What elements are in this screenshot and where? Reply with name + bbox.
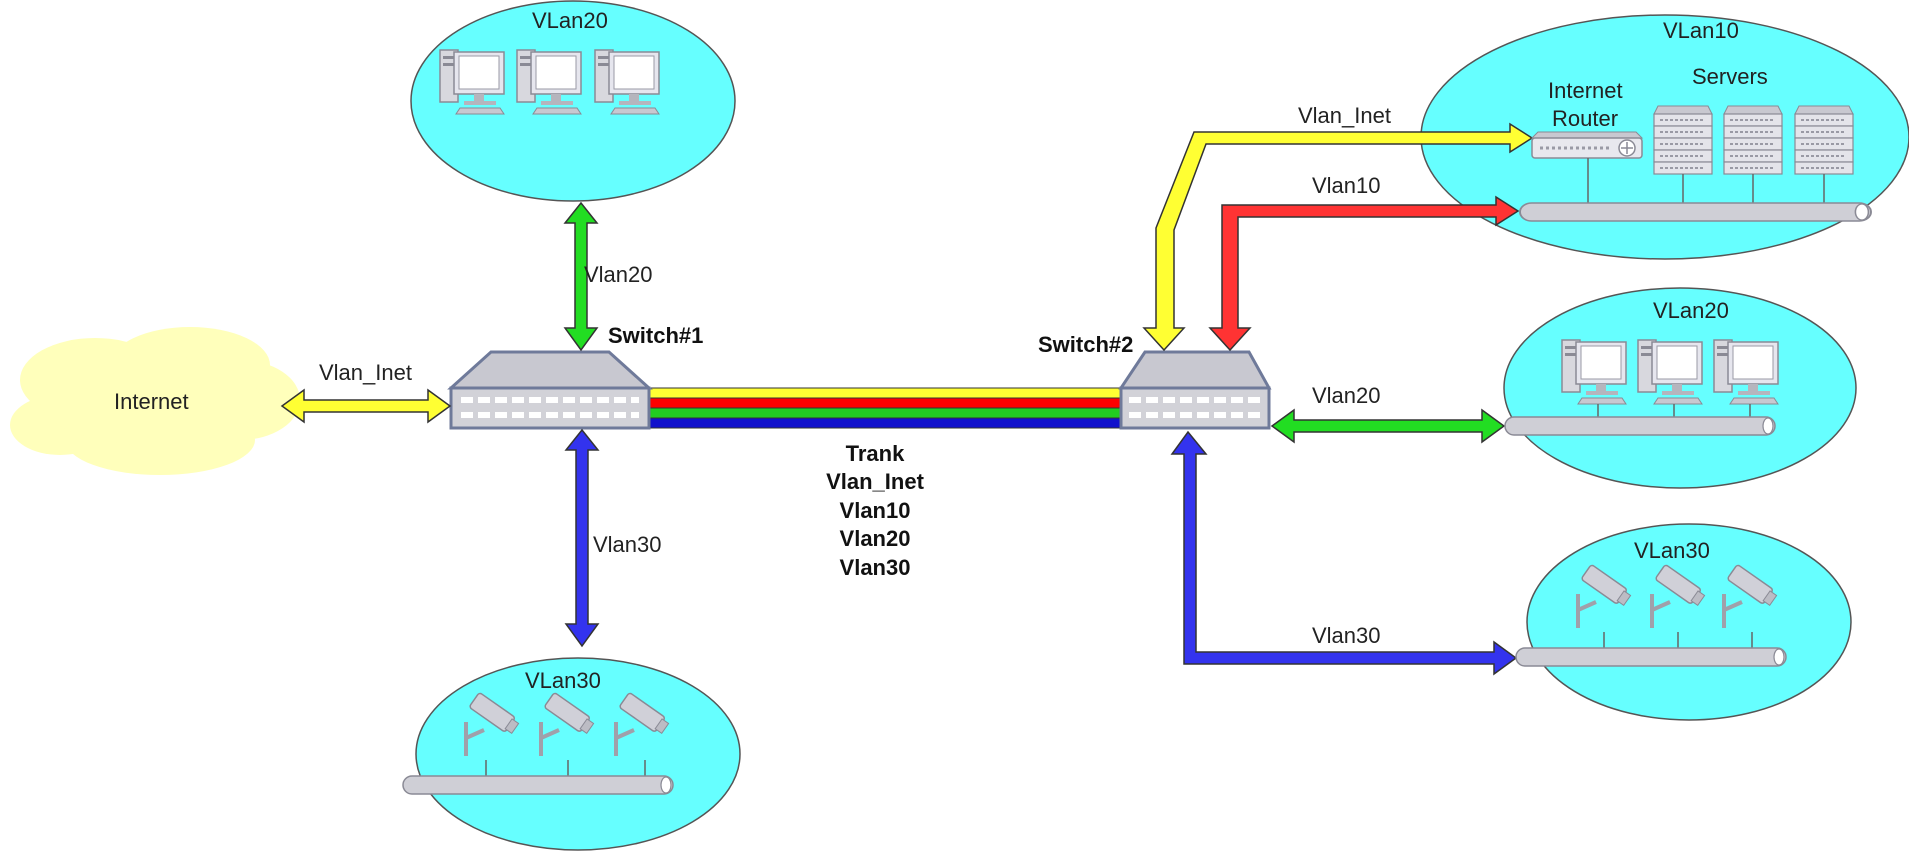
- servers-label: Servers: [1692, 64, 1768, 89]
- link-switch1-vlan30: [564, 428, 600, 648]
- server-icon: [1653, 105, 1713, 175]
- vlan20-top-left-title: VLan20: [532, 8, 608, 33]
- network-bus: [402, 775, 674, 795]
- switch-1: [451, 352, 649, 428]
- link-switch1-vlan20: [563, 201, 599, 352]
- link-switch2-router: [1142, 122, 1534, 352]
- switch-2-label: Switch#2: [1038, 332, 1133, 357]
- trunk-link: [649, 387, 1123, 429]
- trunk-label-line: Trank: [846, 441, 905, 466]
- network-bus: [1515, 647, 1787, 667]
- network-bus: [1504, 416, 1776, 436]
- server-icon: [1723, 105, 1783, 175]
- trunk-label-line: Vlan_Inet: [826, 469, 924, 494]
- vlan30-bottom-right-zone: [1526, 523, 1852, 721]
- link-sw1-top-label: Vlan20: [584, 262, 653, 287]
- trunk-label-line: Vlan30: [840, 555, 911, 580]
- server-icon: [1794, 105, 1854, 175]
- vlan30-bottom-left-title: VLan30: [525, 668, 601, 693]
- vlan20-mid-right-title: VLan20: [1653, 298, 1729, 323]
- link-sw2-inet-label: Vlan_Inet: [1298, 103, 1391, 128]
- link-sw2-vlan30-label: Vlan30: [1312, 623, 1381, 648]
- vlan10-top-right-title: VLan10: [1663, 18, 1739, 43]
- link-switch2-vlan20: [1270, 408, 1506, 444]
- link-internet-label: Vlan_Inet: [319, 360, 412, 385]
- internet-cloud: [10, 327, 300, 475]
- link-internet-switch1: [280, 388, 452, 424]
- link-switch2-vlan10: [1208, 195, 1520, 352]
- link-sw2-vlan20-label: Vlan20: [1312, 383, 1381, 408]
- router-label-line1: Internet: [1548, 78, 1623, 103]
- router-icon: [1530, 131, 1644, 159]
- switch-2: [1118, 350, 1272, 430]
- network-bus: [1519, 202, 1872, 222]
- vlan30-bottom-right-title: VLan30: [1634, 538, 1710, 563]
- router-label-line2: Router: [1552, 106, 1618, 131]
- internet-label: Internet: [114, 389, 189, 414]
- link-sw2-vlan10-label: Vlan10: [1312, 173, 1381, 198]
- trunk-label: Trank Vlan_Inet Vlan10 Vlan20 Vlan30: [826, 441, 924, 580]
- trunk-label-line: Vlan10: [840, 498, 911, 523]
- link-sw1-bottom-label: Vlan30: [593, 532, 662, 557]
- switch-1-label: Switch#1: [608, 323, 703, 348]
- trunk-label-line: Vlan20: [840, 526, 911, 551]
